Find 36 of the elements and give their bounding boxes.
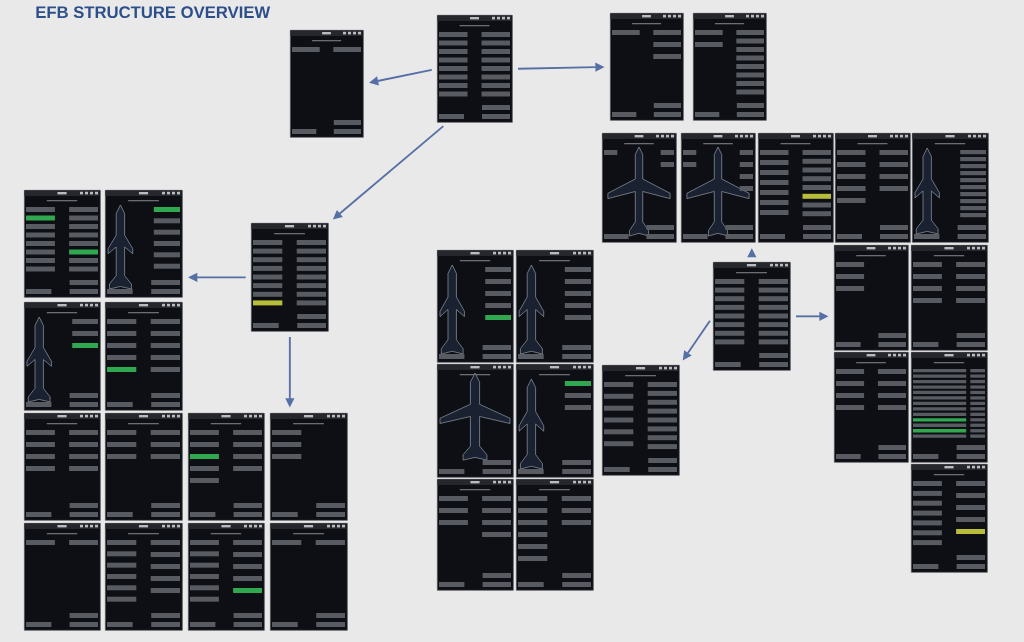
app-screenshot <box>437 364 514 478</box>
app-screenshot <box>188 413 265 521</box>
app-screenshot <box>188 523 265 631</box>
app-screenshot <box>290 30 364 138</box>
app-screenshot <box>516 250 594 363</box>
app-screenshot <box>24 190 101 298</box>
app-screenshot <box>681 133 756 243</box>
app-screenshot <box>602 365 680 476</box>
app-screenshot <box>105 523 183 631</box>
app-screenshot <box>911 245 988 351</box>
app-screenshot <box>516 479 594 591</box>
app-screenshot <box>105 190 183 298</box>
app-screenshot <box>610 13 684 121</box>
app-screenshot <box>437 15 513 123</box>
app-screenshot <box>834 245 909 351</box>
app-screenshot <box>911 464 988 573</box>
app-screenshot <box>24 302 101 411</box>
app-screenshot <box>437 479 514 591</box>
app-screenshot <box>437 250 514 363</box>
app-screenshot <box>693 13 767 121</box>
app-screenshot <box>834 352 909 463</box>
app-screenshot <box>105 302 183 411</box>
app-screenshot <box>516 364 594 478</box>
app-screenshot <box>602 133 677 243</box>
app-screenshot <box>835 133 911 243</box>
app-screenshot <box>911 352 988 463</box>
app-screenshot <box>758 133 834 243</box>
app-screenshot <box>713 262 791 371</box>
app-screenshot <box>270 523 348 631</box>
app-screenshot <box>912 133 989 243</box>
app-screenshot <box>270 413 348 521</box>
app-screenshot <box>251 223 329 332</box>
app-screenshot <box>24 523 101 631</box>
app-screenshot <box>105 413 183 521</box>
app-screenshot <box>24 413 101 521</box>
title: EFB STRUCTURE OVERVIEW <box>36 6 271 19</box>
